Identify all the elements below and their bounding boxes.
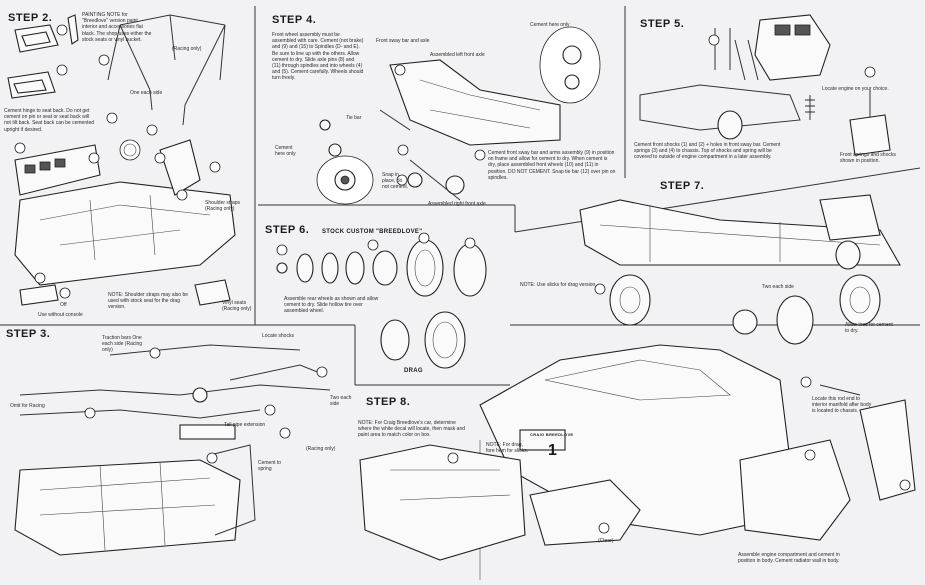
step5-note: Cement front shocks (1) and (2) + holes … — [634, 142, 781, 161]
step6-stock-custom: STOCK CUSTOM "BREEDLOVE" — [322, 229, 423, 235]
step6-title: STEP 6. — [265, 224, 310, 236]
step2-seat-parts — [7, 14, 79, 99]
step8-note: NOTE: For Craig Breedlove's car, determi… — [358, 420, 466, 439]
step2-vinyl-seats: Vinyl seats (Racing only) — [222, 300, 252, 312]
step3-chassis — [14, 444, 256, 556]
step3-locate-shocks: Locate shocks — [262, 333, 294, 339]
step2-interior-tub — [14, 139, 236, 306]
step4-cement-here-only: Cement here only — [530, 22, 570, 28]
callout-circles — [14, 24, 911, 534]
step2-title: STEP 2. — [8, 12, 53, 24]
step4-tie-bar: Tie bar — [346, 115, 362, 121]
step8-locate-rod: Locate this rod end to interior manifold… — [812, 396, 872, 414]
step2-racing-only: (Racing only) — [172, 46, 202, 52]
step4-note: Front wheel assembly must be assembled w… — [272, 32, 364, 82]
step8-title: STEP 8. — [366, 396, 411, 408]
step4-note-right: Cement front sway bar and arms assembly … — [488, 150, 616, 181]
step8-assemble-engine: Assemble engine compartment and cement i… — [738, 552, 840, 565]
step3-title: STEP 3. — [6, 328, 51, 340]
step2-shoulder-straps: Shoulder straps (Racing only) — [205, 200, 241, 212]
step5-engine-and-springs — [639, 14, 891, 156]
step3-omit-for-racing: Omit for Racing — [10, 403, 45, 409]
step2-dashboard — [14, 139, 141, 196]
step3-rear-axle — [19, 344, 331, 440]
step5-front-springs: Front springs and shocks shown in positi… — [840, 152, 896, 164]
step4-front-sway: Front sway bar and axle — [376, 38, 430, 44]
step7-note: NOTE: Use slicks for drag version. — [520, 282, 597, 288]
step4-assembled-axle: Assembled left front axle — [430, 52, 485, 58]
step4-snap-in-place: Snap in place, do not cement. — [382, 172, 409, 190]
step8-drag-note: NOTE: For drag, fore hem for slicks. — [486, 442, 528, 454]
step3-cement-to-spring: Cement to spring — [258, 460, 282, 472]
step3-traction-bars: Traction bars One each side (Racing only… — [102, 335, 143, 353]
step8-body — [359, 344, 916, 561]
step4-assembled-right: Assembled right front axle — [428, 201, 486, 207]
step7-allow-tires: Allow tires for cement to dry. — [845, 322, 893, 334]
step2-painting-note: PAINTING NOTE for "Breedlove" version pa… — [82, 12, 152, 43]
step8-decal-number: 1 — [548, 442, 558, 459]
step8-decal-text: CRAIG BREEDLOVE — [530, 432, 574, 437]
step8-clear: (Clear) — [598, 538, 614, 544]
step2-seat-note: Cement hinge to seat back. Do not get ce… — [4, 108, 95, 133]
step2-roll-cage — [107, 14, 226, 126]
step4-cement-here-only-2: Cement here only — [275, 145, 296, 157]
step2-one-each-side: One each side — [130, 90, 163, 96]
step6-drag: DRAG — [404, 368, 423, 374]
step5-title: STEP 5. — [640, 18, 685, 30]
step2-off: Off — [60, 302, 67, 308]
step2-shoulder-note: NOTE: Shoulder straps may also be used w… — [108, 292, 189, 311]
step5-locate-engine: Locate engine on your choice. — [822, 86, 889, 92]
step7-two-each-side: Two each side — [762, 284, 794, 290]
step4-front-axle — [316, 26, 601, 205]
step7-chassis-assembly — [579, 194, 901, 345]
step3-racing-only: (Racing only) — [306, 446, 336, 452]
step6-wheels — [276, 239, 487, 369]
step7-title: STEP 7. — [660, 180, 705, 192]
step3-tail-pipe: Tail pipe extension — [224, 422, 266, 428]
step4-title: STEP 4. — [272, 14, 317, 26]
step2-use-without-console: Use without console — [38, 312, 83, 318]
step6-note: Assemble rear wheels as shown and allow … — [284, 296, 379, 315]
step3-two-each-side: Two each side — [330, 395, 352, 407]
